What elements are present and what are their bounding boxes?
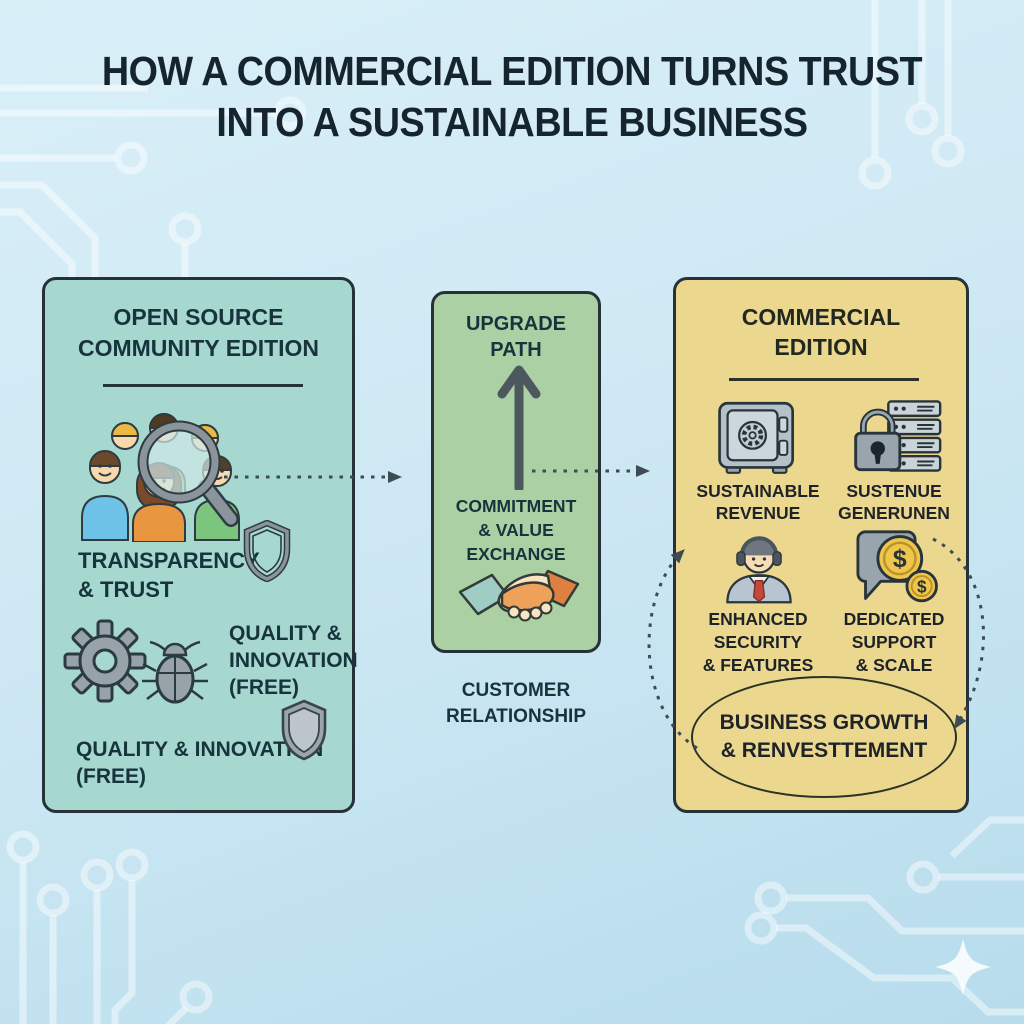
community-users-magnifier-icon xyxy=(81,413,240,542)
dollar-coin-large: $ xyxy=(876,535,924,582)
gear-bug-icon xyxy=(63,619,208,704)
padlock xyxy=(854,408,902,472)
business-growth-ellipse: BUSINESS GROWTH & RENVESTTEMENT xyxy=(691,676,957,798)
open-source-panel-heading: OPEN SOURCE COMMUNITY EDITION xyxy=(77,304,320,361)
svg-text:$: $ xyxy=(917,577,927,597)
heading-divider xyxy=(103,384,303,387)
gear-icon xyxy=(63,619,147,703)
feature-label: SUSTENUE GENERUNEN xyxy=(838,481,950,523)
server-stack xyxy=(887,400,942,472)
quality-innovation-free-label: QUALITY & INNOVATION (FREE) xyxy=(229,622,358,699)
dollar-coin-small: $ xyxy=(905,569,938,603)
commercial-panel-heading: COMMERCIAL EDITION xyxy=(741,304,901,360)
business-growth-label: BUSINESS GROWTH & RENVESTTEMENT xyxy=(719,711,929,762)
sparkle-icon xyxy=(935,939,991,995)
open-source-community-panel: OPEN SOURCE COMMUNITY EDITION xyxy=(42,277,358,813)
customer-relationship-caption: CUSTOMER RELATIONSHIP xyxy=(445,680,587,727)
up-arrow-icon xyxy=(497,365,541,490)
upgrade-path-panel: UPGRADE PATH COMMITMENT & VALUE EXCHANGE xyxy=(431,291,601,653)
upgrade-path-heading: UPGRADE PATH xyxy=(465,313,566,361)
transparency-trust-label: TRANSPARENCY & TRUST xyxy=(78,548,260,602)
magnifier-icon xyxy=(137,420,239,527)
shield-outline-icon xyxy=(243,520,291,582)
lock-servers-icon xyxy=(854,400,942,472)
dollar-coins-chat-icon: $ $ xyxy=(856,530,938,603)
vault-icon xyxy=(718,401,794,474)
feature-label: DEDICATED SUPPORT & SCALE xyxy=(843,609,945,675)
commitment-value-label: COMMITMENT & VALUE EXCHANGE xyxy=(455,496,577,564)
feature-label: ENHANCED SECURITY & FEATURES xyxy=(702,609,814,675)
feature-label: SUSTAINABLE REVENUE xyxy=(696,481,820,523)
commercial-edition-panel: COMMERCIAL EDITION SUSTAINABLE REVENUE xyxy=(673,277,969,813)
support-agent-icon xyxy=(726,536,792,604)
heading-divider xyxy=(729,378,919,381)
shield-filled-icon xyxy=(281,699,327,761)
page-title: HOW A COMMERCIAL EDITION TURNS TRUST INT… xyxy=(101,48,923,145)
bug-icon xyxy=(142,640,208,704)
svg-text:$: $ xyxy=(893,546,907,573)
handshake-icon xyxy=(458,569,580,622)
